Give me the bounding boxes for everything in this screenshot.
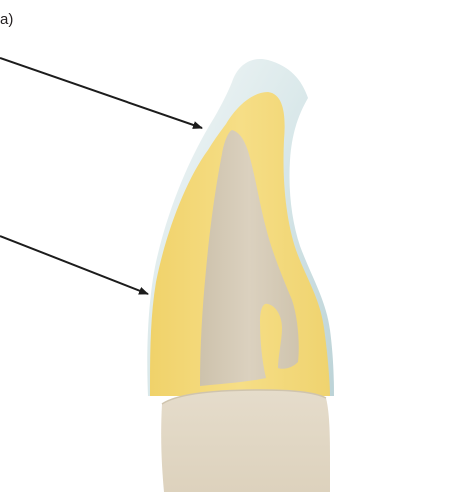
arrow-enamel [0, 58, 202, 128]
root [161, 390, 330, 492]
arrow-cement [0, 236, 148, 294]
